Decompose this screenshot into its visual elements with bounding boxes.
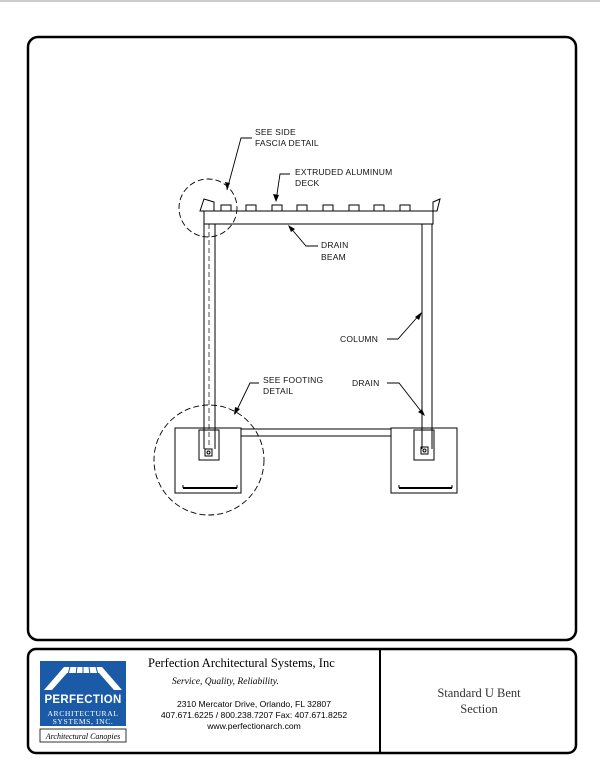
drawing-border xyxy=(26,35,578,642)
company-name: Perfection Architectural Systems, Inc xyxy=(148,656,335,670)
company-address: 2310 Mercator Drive, Orlando, FL 32807 xyxy=(177,699,331,709)
canopy-structure xyxy=(174,198,458,494)
column-callout: COLUMN xyxy=(340,334,378,344)
logo-subline-2: SYSTEMS, INC. xyxy=(52,717,114,726)
footing-detail-circle xyxy=(153,404,265,516)
right-footing xyxy=(390,427,458,494)
left-footing xyxy=(174,427,242,494)
beam-callout-line2: BEAM xyxy=(321,252,346,262)
footing-callout-line2: DETAIL xyxy=(263,386,293,396)
deck-callout-line1: EXTRUDED ALUMINUM xyxy=(295,167,392,177)
extruded-aluminum-deck xyxy=(214,204,433,212)
logo-tag-frame xyxy=(39,728,127,743)
beam-callout-line1: DRAIN xyxy=(321,240,348,250)
fascia-callout-line2: FASCIA DETAIL xyxy=(255,138,319,148)
grade-beam xyxy=(241,428,391,437)
logo-wordmark: PERFECTION xyxy=(44,694,122,706)
right-column xyxy=(421,224,433,449)
leader-lines xyxy=(225,137,425,416)
drain-callout: DRAIN xyxy=(352,378,379,388)
company-website: www.perfectionarch.com xyxy=(207,721,301,731)
title-block-border xyxy=(26,647,578,755)
deck-callout-line2: DECK xyxy=(295,178,320,188)
company-phones: 407.671.6225 / 800.238.7207 Fax: 407.671… xyxy=(160,710,348,720)
logo-tagline: Architectural Canopies xyxy=(45,732,121,741)
logo-canopy-ribs xyxy=(63,666,103,691)
footing-callout-line1: SEE FOOTING xyxy=(263,375,323,385)
company-tagline: Service, Quality, Reliability. xyxy=(172,677,279,687)
logo-subline-1: ARCHITECTURAL xyxy=(47,709,119,718)
company-logo xyxy=(39,661,127,743)
left-column xyxy=(203,224,216,449)
drawing-title-line1: Standard U Bent xyxy=(437,686,521,700)
drain-beam xyxy=(203,210,434,225)
fascia-callout-line1: SEE SIDE xyxy=(255,127,296,137)
left-fascia xyxy=(199,198,215,212)
drawing-title-line2: Section xyxy=(460,702,498,716)
right-fascia xyxy=(432,198,441,212)
fascia-detail-circle xyxy=(178,178,238,238)
